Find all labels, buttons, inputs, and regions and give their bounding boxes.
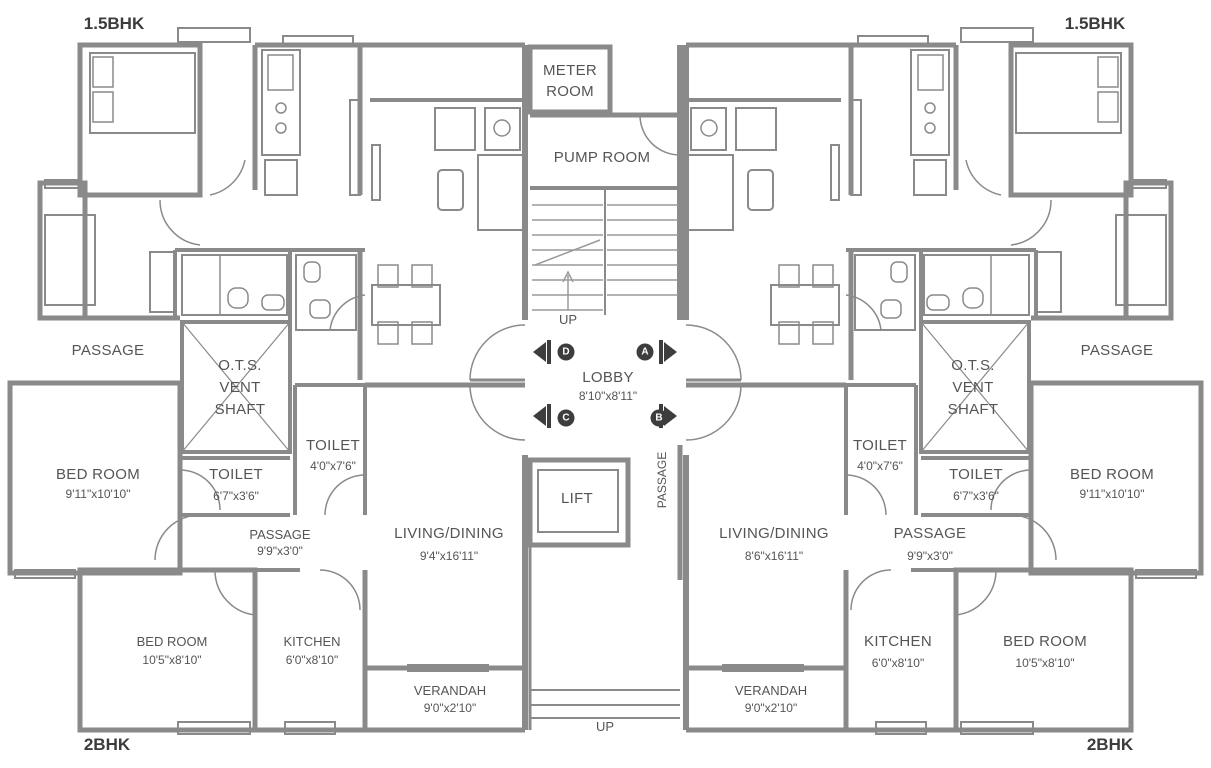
right-unit-drawing xyxy=(686,28,1201,734)
right-ots-line-2: VENT xyxy=(952,379,994,396)
left-toilet1-label: TOILET xyxy=(208,466,264,483)
left-bedroom1-label: BED ROOM xyxy=(55,466,141,483)
stair-up-label-bottom: UP xyxy=(595,719,615,735)
left-bedroom1-dimension: 9'11"x10'10" xyxy=(65,486,131,501)
core-passage-label: PASSAGE xyxy=(654,451,669,509)
right-bedroom1-dimension: 9'11"x10'10" xyxy=(1079,486,1145,501)
right-kitchen-dimension: 6'0"x8'10" xyxy=(871,655,925,670)
left-toilet2-label: TOILET xyxy=(305,437,361,454)
left-verandah-dimension: 9'0"x2'10" xyxy=(423,700,477,715)
door-marker-c: C xyxy=(557,409,575,427)
meter-room-label-2: ROOM xyxy=(546,83,594,100)
right-living-label: LIVING/DINING xyxy=(719,525,829,542)
pump-room-label: PUMP ROOM xyxy=(553,149,651,166)
right-ots-line-1: O.T.S. xyxy=(951,357,995,374)
left-ots-line-2: VENT xyxy=(219,379,261,396)
left-living-label: LIVING/DINING xyxy=(394,525,504,542)
right-passage-label: PASSAGE xyxy=(1080,342,1154,359)
left-kitchen-label: KITCHEN xyxy=(283,634,341,650)
lobby-label: LOBBY xyxy=(582,369,634,386)
right-living-dimension: 8'6"x16'11" xyxy=(744,548,804,563)
lift-drawing xyxy=(527,445,683,730)
left-unit-drawing xyxy=(10,28,525,734)
right-toilet1-label: TOILET xyxy=(948,466,1004,483)
door-marker-a: A xyxy=(636,343,654,361)
right-bedroom1-label: BED ROOM xyxy=(1069,466,1155,483)
stair-treads xyxy=(532,204,678,311)
left-bedroom2-dimension: 10'5"x8'10" xyxy=(142,652,202,667)
right-toilet1-dimension: 6'7"x3'6" xyxy=(953,488,999,503)
left-toilet1-dimension: 6'7"x3'6" xyxy=(213,488,259,503)
left-kitchen-dimension: 6'0"x8'10" xyxy=(285,652,339,667)
stair-up-label: UP xyxy=(558,312,578,328)
left-ots-line-1: O.T.S. xyxy=(218,357,262,374)
unit-label-bottom-right: 2BHK xyxy=(1086,734,1134,754)
right-toilet2-label: TOILET xyxy=(852,437,908,454)
left-toilet2-dimension: 4'0"x7'6" xyxy=(310,458,356,473)
lobby-dimension: 8'10"x8'11" xyxy=(578,388,638,403)
core-drawing xyxy=(527,44,683,320)
left-living-dimension: 9'4"x16'11" xyxy=(419,548,479,563)
unit-label-top-left: 1.5BHK xyxy=(83,13,145,33)
right-bedroom2-label: BED ROOM xyxy=(1002,633,1088,650)
left-verandah-label: VERANDAH xyxy=(413,683,487,699)
meter-room-label-1: METER xyxy=(543,62,597,79)
right-passage2-label: PASSAGE xyxy=(893,525,967,542)
door-marker-d: D xyxy=(557,343,575,361)
left-bedroom2-label: BED ROOM xyxy=(136,634,208,650)
unit-label-top-right: 1.5BHK xyxy=(1064,13,1126,33)
left-passage2-label: PASSAGE xyxy=(249,527,311,543)
lift-label: LIFT xyxy=(560,490,594,507)
right-toilet2-dimension: 4'0"x7'6" xyxy=(857,458,903,473)
door-marker-b: B xyxy=(650,409,668,427)
right-bedroom2-dimension: 10'5"x8'10" xyxy=(1015,655,1075,670)
right-passage2-dimension: 9'9"x3'0" xyxy=(907,548,953,563)
right-verandah-dimension: 9'0"x2'10" xyxy=(744,700,798,715)
right-verandah-label: VERANDAH xyxy=(734,683,808,699)
right-ots-line-3: SHAFT xyxy=(947,401,999,418)
left-passage2-dimension: 9'9"x3'0" xyxy=(257,543,303,558)
left-ots-line-3: SHAFT xyxy=(214,401,266,418)
left-passage-label: PASSAGE xyxy=(71,342,145,359)
right-kitchen-label: KITCHEN xyxy=(864,633,932,650)
unit-label-bottom-left: 2BHK xyxy=(83,734,131,754)
